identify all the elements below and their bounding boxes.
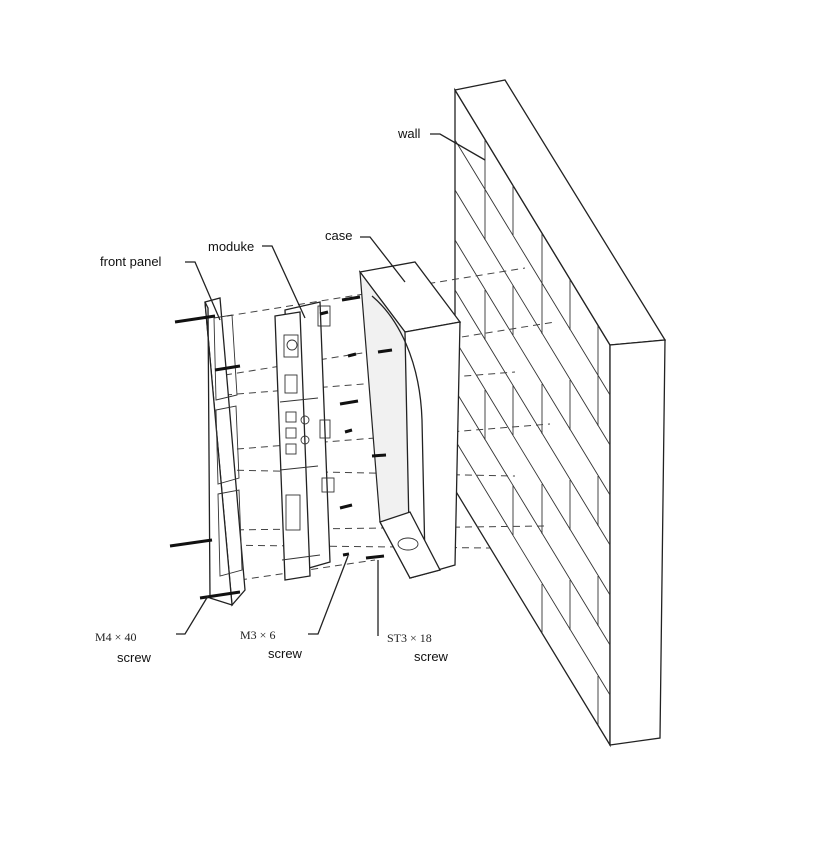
label-case: case bbox=[325, 228, 353, 243]
wall-side-face bbox=[609, 339, 666, 746]
label-st3-spec: ST3 × 18 bbox=[387, 631, 432, 645]
module-stack bbox=[274, 301, 335, 581]
st3-screws bbox=[339, 295, 393, 560]
module-details bbox=[279, 305, 335, 561]
label-m3-screw: screw bbox=[268, 646, 302, 661]
label-m4-screw: screw bbox=[117, 650, 151, 665]
case-inner-arc bbox=[371, 295, 426, 561]
leader-case bbox=[360, 236, 406, 283]
leader-m4 bbox=[176, 595, 209, 635]
label-module: moduke bbox=[208, 239, 255, 254]
front-panel bbox=[204, 297, 246, 607]
case bbox=[358, 261, 462, 579]
leader-front-panel bbox=[185, 261, 221, 321]
front-panel-windows bbox=[213, 314, 243, 577]
leader-m3 bbox=[308, 555, 349, 635]
brick-wall bbox=[453, 79, 667, 748]
case-bottom bbox=[379, 511, 441, 579]
label-st3-screw: screw bbox=[414, 649, 448, 664]
leader-module bbox=[262, 245, 306, 319]
label-m3-spec: M3 × 6 bbox=[240, 628, 276, 642]
case-cable-hole bbox=[397, 537, 419, 551]
m3-screws bbox=[319, 310, 357, 557]
label-front-panel: front panel bbox=[100, 254, 162, 269]
leader-lines bbox=[176, 133, 486, 636]
label-wall: wall bbox=[398, 126, 421, 141]
label-m4-spec: M4 × 40 bbox=[95, 630, 137, 644]
wall-mortar-courses bbox=[454, 139, 611, 696]
module-front-plate bbox=[274, 311, 311, 581]
leader-wall bbox=[430, 133, 486, 161]
